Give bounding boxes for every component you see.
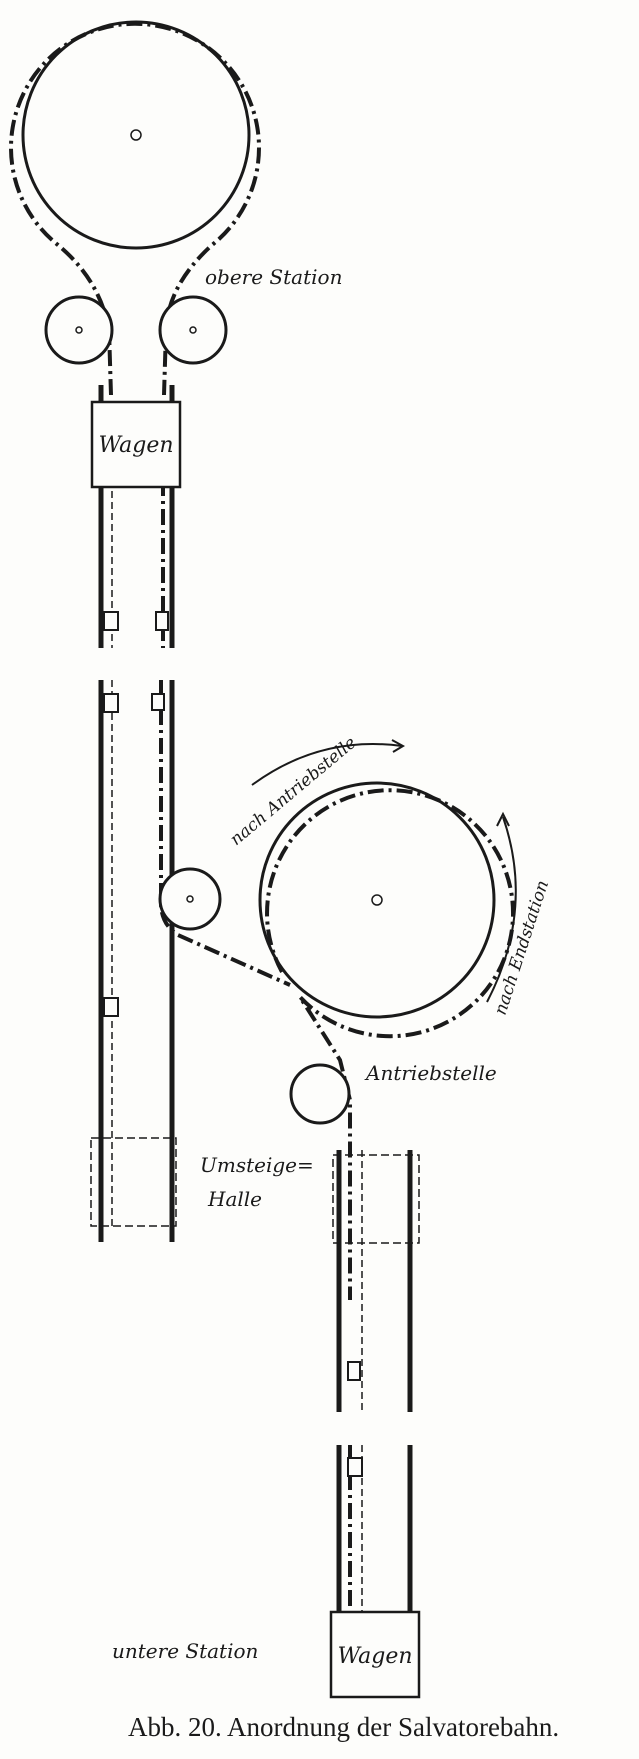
umsteige-halle-left-box xyxy=(90,1137,177,1227)
drive-guide-pulley xyxy=(289,1063,351,1125)
middle-track-section: Umsteige= Halle xyxy=(90,680,314,1242)
lower-rope-clip-upper xyxy=(347,1361,361,1381)
nach-endstation-arrow xyxy=(486,816,517,1003)
upper-pulley-hub xyxy=(130,129,142,141)
upper-track-section: Wagen xyxy=(90,385,182,648)
upper-station-group: obere Station xyxy=(9,20,342,396)
lower-rope-clip-lower xyxy=(347,1457,363,1477)
halle-label: Halle xyxy=(207,1187,262,1211)
upper-rope-clip-right xyxy=(155,611,169,631)
lower-wagon xyxy=(329,1610,421,1699)
middle-rope-clip-top xyxy=(103,693,119,713)
figure-caption: Abb. 20. Anordnung der Salvatorebahn. xyxy=(128,1712,560,1742)
umsteige-label: Umsteige= xyxy=(200,1153,314,1177)
untere-station-label: untere Station xyxy=(112,1639,258,1663)
upper-wagon xyxy=(90,400,182,489)
antriebstelle-label: Antriebstelle xyxy=(364,1061,497,1085)
nach-antriebstelle-arrowhead xyxy=(391,739,406,753)
middle-rope-clip-bottom xyxy=(103,997,119,1017)
upper-rope-loop xyxy=(9,21,261,396)
upper-right-guide-hub xyxy=(189,326,197,334)
nach-endstation-label: nach Endstation xyxy=(491,878,553,1018)
middle-deflection-hub xyxy=(186,895,194,903)
drive-pulley-hub xyxy=(371,894,383,906)
drive-rope-wrap xyxy=(265,788,516,1300)
lower-wagon-label: Wagen xyxy=(337,1644,412,1669)
upper-left-guide-hub xyxy=(75,326,83,334)
umsteige-halle-right-box xyxy=(332,1154,420,1244)
upper-wagon-label: Wagen xyxy=(98,433,173,458)
upper-rope-clip-left xyxy=(103,611,119,631)
lower-track-section: Wagen untere Station xyxy=(112,1150,421,1699)
middle-rope-clip-right xyxy=(151,693,165,711)
nach-antriebstelle-arrow xyxy=(251,743,403,786)
nach-endstation-arrowhead xyxy=(496,811,510,827)
drive-station-group: nach Antriebstelle nach Endstation Antri… xyxy=(226,733,553,1300)
obere-station-label: obere Station xyxy=(205,265,342,289)
